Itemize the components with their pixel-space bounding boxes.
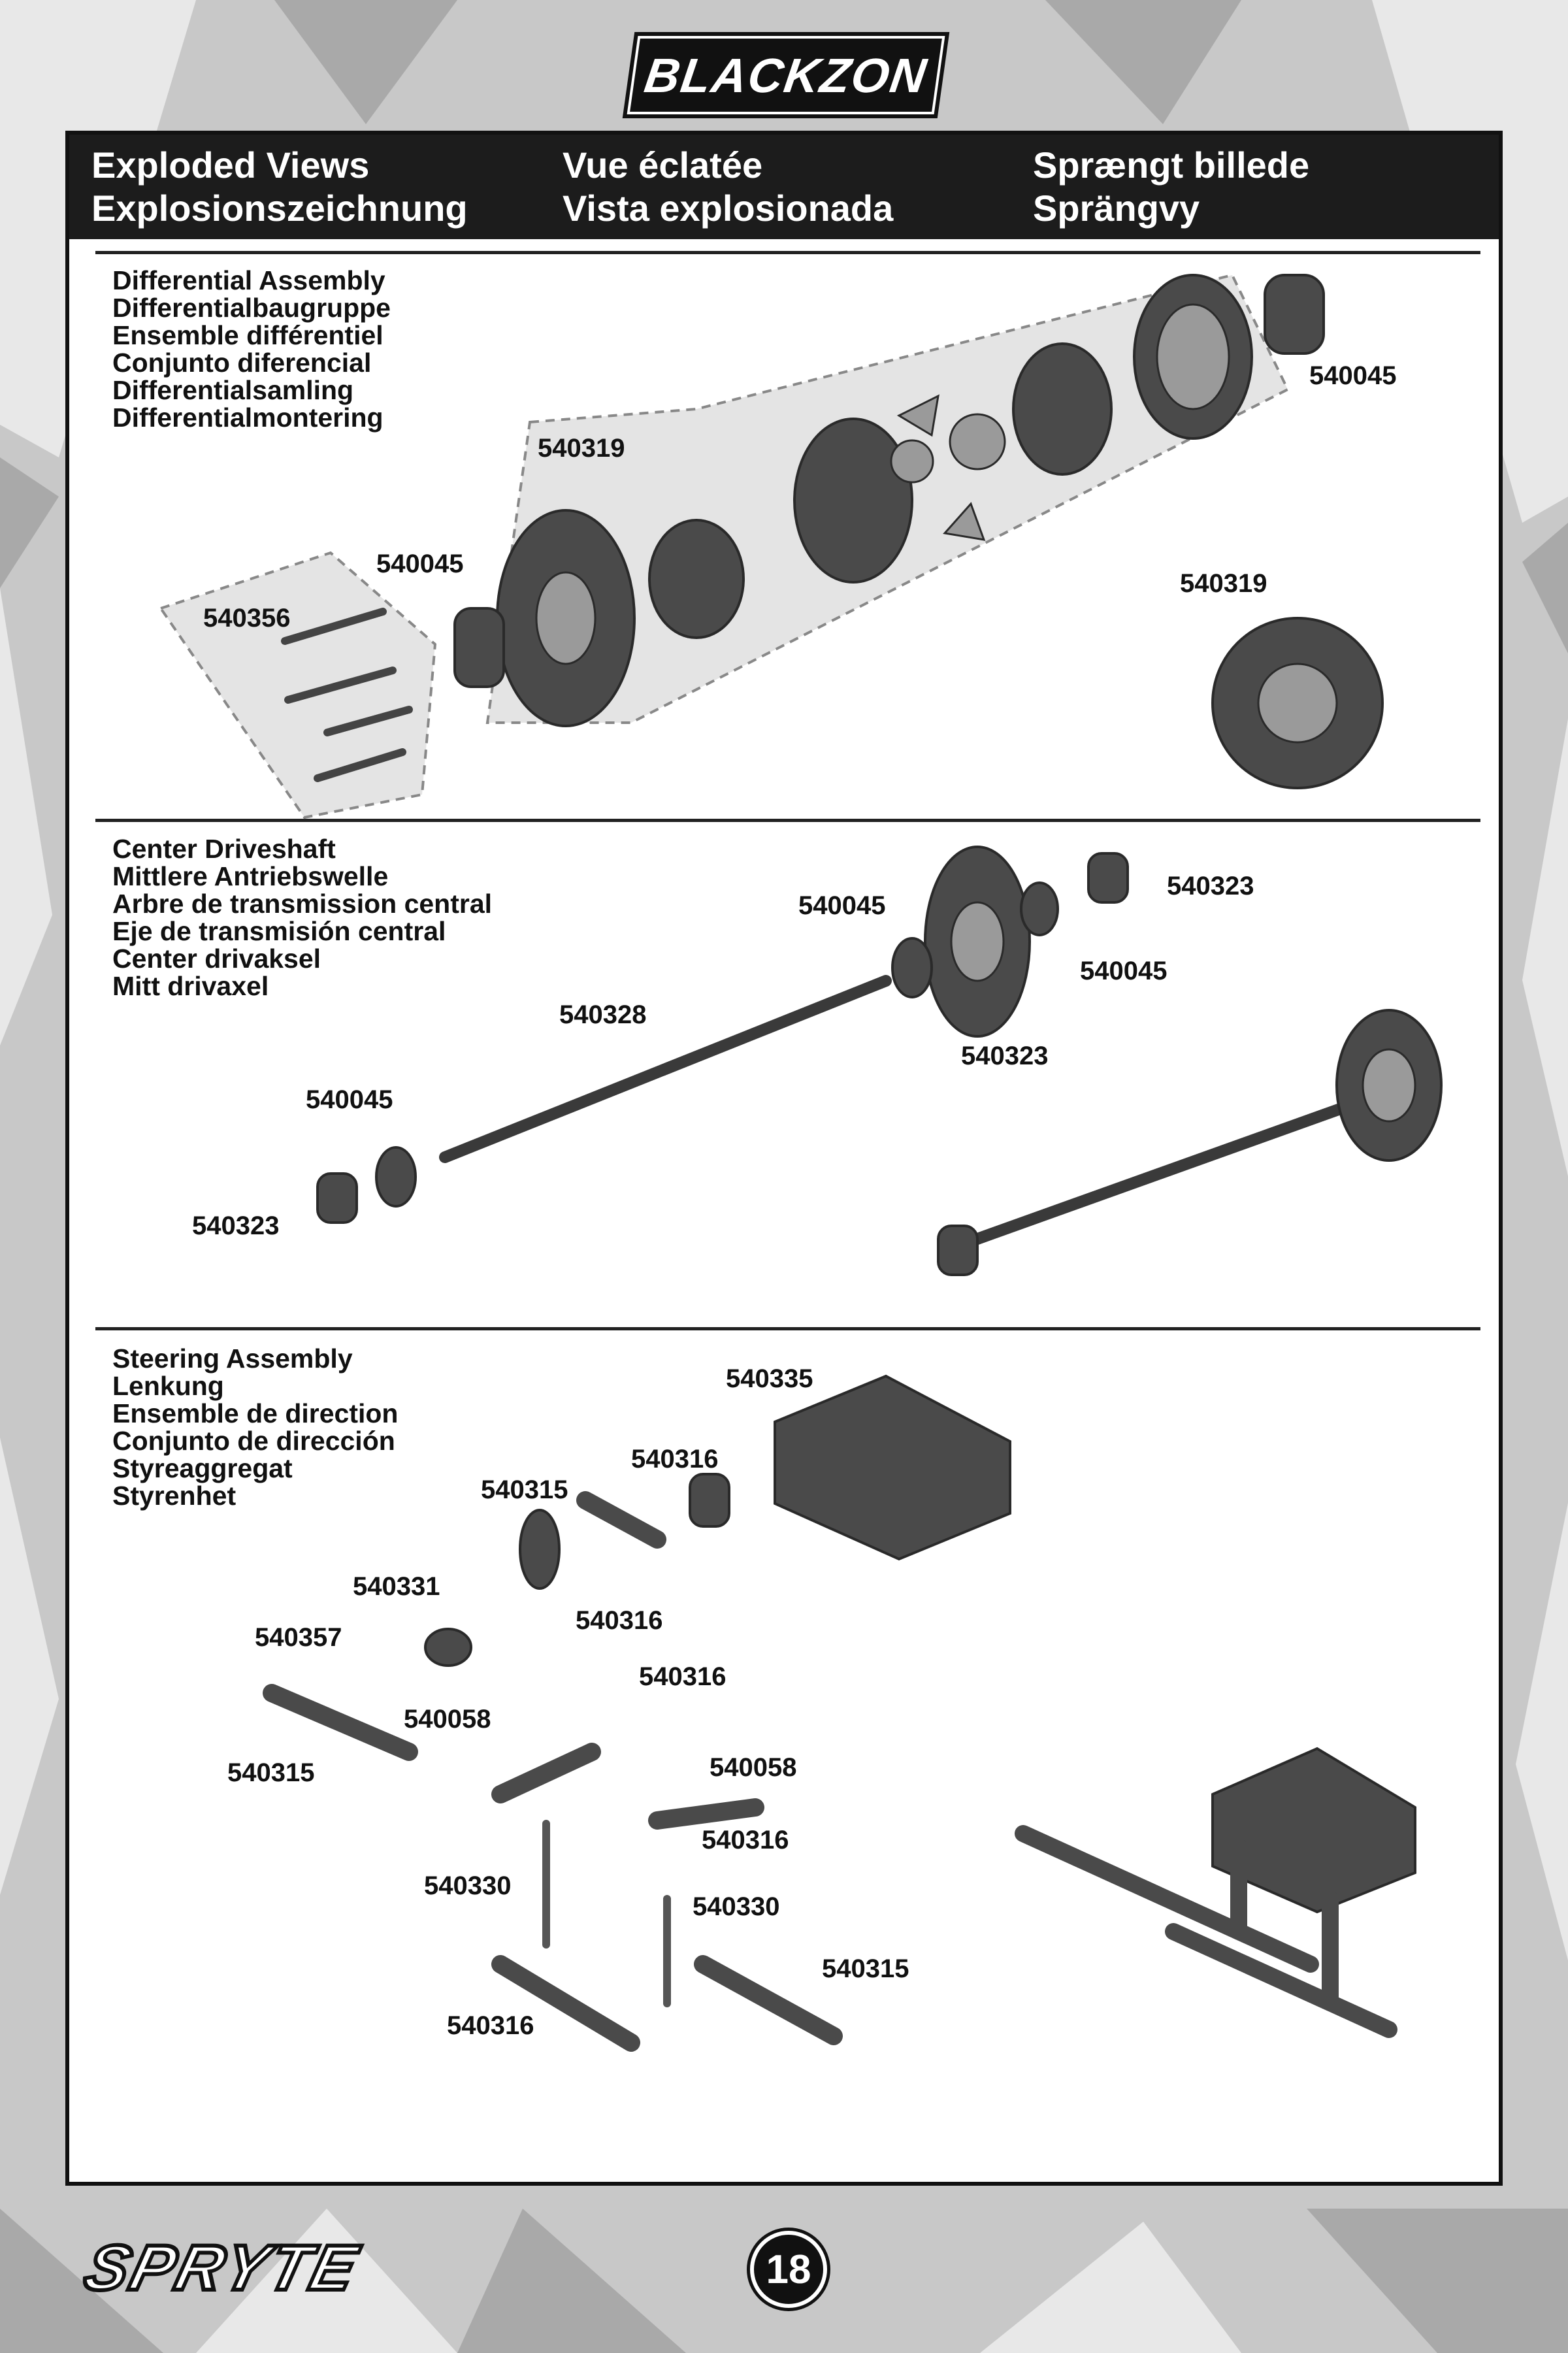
part-number-label: 540323 bbox=[192, 1211, 280, 1240]
part-number-label: 540045 bbox=[1309, 361, 1397, 390]
part-number-label: 540357 bbox=[255, 1623, 342, 1652]
steering-section-title: Steering Assembly Lenkung Ensemble de di… bbox=[112, 1345, 398, 1509]
differential-section-title: Differential Assembly Differentialbaugru… bbox=[112, 267, 391, 431]
header-title-sv: Sprängvy bbox=[1033, 188, 1200, 229]
part-number-label: 540045 bbox=[306, 1085, 393, 1114]
title-line: Eje de transmisión central bbox=[112, 916, 446, 946]
title-line: Center Driveshaft bbox=[112, 834, 336, 864]
page-number: 18 bbox=[750, 2231, 827, 2308]
title-line: Mittlere Antriebswelle bbox=[112, 861, 389, 891]
part-number-label: 540315 bbox=[481, 1475, 568, 1504]
title-line: Styreaggregat bbox=[112, 1453, 293, 1483]
title-line: Steering Assembly bbox=[112, 1343, 353, 1374]
part-number-label: 540045 bbox=[798, 891, 886, 920]
header-title-da: Sprængt billede bbox=[1033, 144, 1310, 186]
title-line: Conjunto diferencial bbox=[112, 348, 372, 378]
part-number-label: 540315 bbox=[822, 1954, 909, 1983]
part-number-label: 540330 bbox=[693, 1892, 780, 1921]
part-number-label: 540316 bbox=[576, 1606, 663, 1635]
part-number-label: 540319 bbox=[1180, 569, 1267, 598]
part-number-label: 540331 bbox=[353, 1572, 440, 1601]
title-line: Center drivaksel bbox=[112, 944, 321, 974]
part-number-label: 540045 bbox=[376, 550, 464, 578]
driveshaft-section-title: Center Driveshaft Mittlere Antriebswelle… bbox=[112, 835, 492, 1000]
header-title-fr: Vue éclatée bbox=[563, 144, 763, 186]
differential-exploded-diagram bbox=[158, 273, 1384, 819]
title-line: Mitt drivaxel bbox=[112, 971, 269, 1001]
spryte-logo-text: SPRYTE bbox=[76, 2230, 368, 2305]
title-line: Differential Assembly bbox=[112, 265, 385, 295]
title-line: Arbre de transmission central bbox=[112, 889, 493, 919]
part-number-label: 540323 bbox=[1167, 872, 1254, 900]
spryte-logo: SPRYTE bbox=[59, 2230, 385, 2305]
divider bbox=[95, 819, 1480, 822]
title-line: Differentialsamling bbox=[112, 375, 354, 405]
title-line: Lenkung bbox=[112, 1371, 224, 1401]
header-title-de: Explosionszeichnung bbox=[91, 188, 468, 229]
title-line: Conjunto de dirección bbox=[112, 1426, 395, 1456]
header-col-danish-swedish: Sprængt billede Sprängvy bbox=[1033, 144, 1309, 230]
header-title-en: Exploded Views bbox=[91, 144, 370, 186]
part-number-label: 540316 bbox=[631, 1445, 719, 1473]
title-line: Differentialbaugruppe bbox=[112, 293, 391, 323]
part-number-label: 540356 bbox=[203, 604, 291, 633]
header-title-es: Vista explosionada bbox=[563, 188, 894, 229]
header-col-english-german: Exploded Views Explosionszeichnung bbox=[91, 144, 468, 230]
title-line: Styrenhet bbox=[112, 1481, 237, 1511]
blackzon-logo-text: BLACKZON bbox=[627, 36, 945, 114]
exploded-views-panel: Exploded Views Explosionszeichnung Vue é… bbox=[65, 131, 1503, 2186]
part-number-label: 540316 bbox=[702, 1826, 789, 1854]
part-number-label: 540319 bbox=[538, 434, 625, 463]
driveshaft-exploded-diagram bbox=[316, 846, 1443, 1276]
part-number-label: 540316 bbox=[447, 2011, 534, 2040]
title-line: Differentialmontering bbox=[112, 403, 384, 433]
part-number-label: 540316 bbox=[639, 1662, 727, 1691]
divider bbox=[95, 1327, 1480, 1330]
part-number-label: 540330 bbox=[424, 1871, 512, 1900]
title-line: Ensemble de direction bbox=[112, 1398, 399, 1428]
divider bbox=[95, 251, 1480, 254]
title-line: Ensemble différentiel bbox=[112, 320, 384, 350]
panel-header: Exploded Views Explosionszeichnung Vue é… bbox=[69, 135, 1499, 239]
blackzon-logo: BLACKZON bbox=[627, 36, 945, 114]
steering-exploded-diagram bbox=[263, 1374, 1416, 2052]
header-col-french-spanish: Vue éclatée Vista explosionada bbox=[563, 144, 893, 230]
part-number-label: 540058 bbox=[404, 1705, 491, 1734]
part-number-label: 540323 bbox=[961, 1042, 1049, 1070]
part-number-label: 540058 bbox=[710, 1753, 797, 1782]
part-number-label: 540045 bbox=[1080, 957, 1168, 985]
part-number-label: 540328 bbox=[559, 1000, 647, 1029]
part-number-label: 540315 bbox=[227, 1758, 315, 1787]
part-number-label: 540335 bbox=[726, 1364, 813, 1393]
